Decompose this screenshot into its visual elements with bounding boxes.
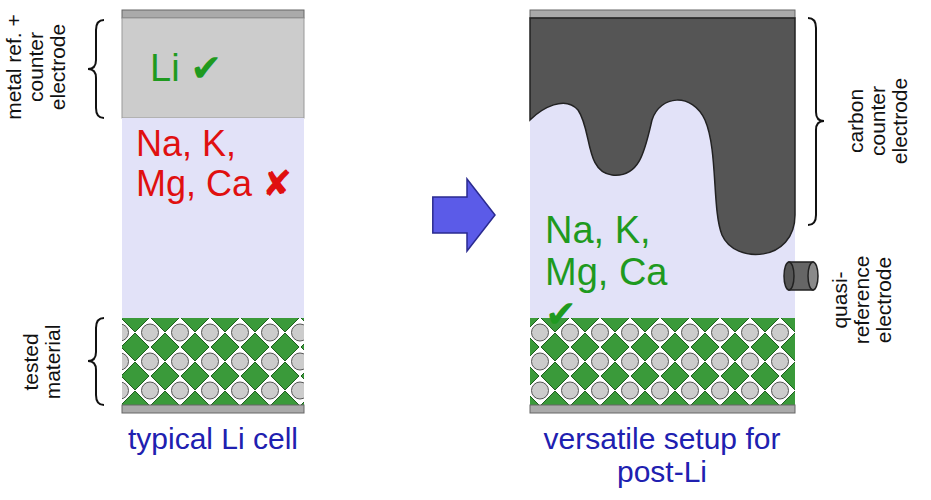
current-collector: [122, 10, 304, 18]
ion-label: Na, K, Mg, Ca ✘: [136, 124, 302, 203]
brace: [88, 20, 104, 118]
ion-label: Na, K, Mg, Ca ✔: [545, 210, 707, 335]
tested-material: [122, 318, 304, 405]
current-collector: [530, 10, 795, 18]
cell-panel: versatile setup for post-Li Na, K, Mg, Ca…: [530, 10, 795, 498]
brace: [88, 318, 104, 405]
part-label: carbon counter electrode: [845, 66, 911, 176]
brace: [808, 18, 824, 225]
metal-electrode: [122, 18, 304, 118]
cell-region: Li ✔: [122, 18, 304, 118]
cell-panel: typical Li cellLi ✔Na, K, Mg, Ca ✘: [122, 10, 304, 498]
cell-caption: versatile setup for post-Li: [542, 422, 782, 488]
reference-electrode: [784, 262, 818, 290]
part-label: quasi-reference electrode: [829, 245, 895, 355]
cell-region: Na, K, Mg, Ca ✔: [530, 18, 795, 318]
cell-region: Na, K, Mg, Ca ✘: [122, 118, 304, 318]
block-arrow: [433, 179, 495, 251]
current-collector: [530, 405, 795, 413]
part-label: tested material: [20, 307, 64, 417]
part-label: metal ref. + counter electrode: [3, 2, 69, 132]
ion-label: Li ✔: [150, 48, 290, 90]
cell-caption: typical Li cell: [93, 422, 333, 455]
electrolyte: [122, 118, 304, 318]
current-collector: [122, 405, 304, 413]
